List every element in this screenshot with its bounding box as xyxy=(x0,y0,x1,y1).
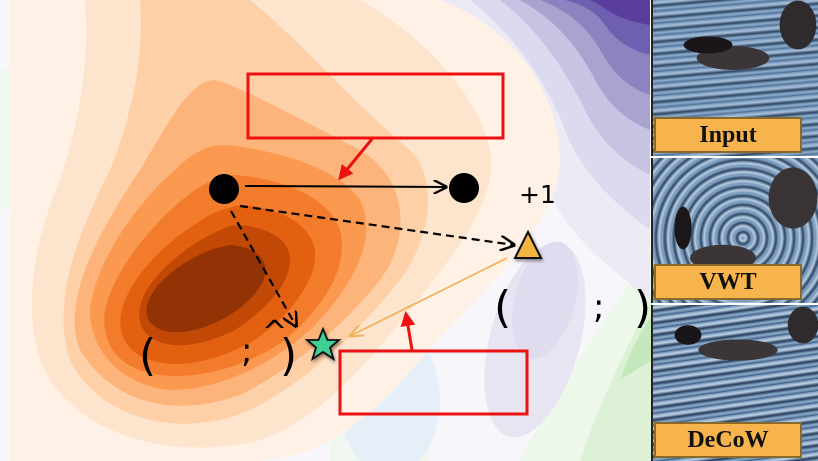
right-expr-close-paren: ) xyxy=(634,282,652,333)
dashed-arrow-to-star xyxy=(230,210,296,326)
start-point-marker xyxy=(209,174,239,204)
star-marker xyxy=(304,326,342,362)
bottom-annotation-box xyxy=(338,349,529,416)
next-point-marker xyxy=(449,173,479,203)
left-expr-close-paren: ) xyxy=(280,330,298,381)
step-arrow xyxy=(244,186,446,187)
contour-background xyxy=(0,0,652,461)
decow-label-tag: DeCoW xyxy=(654,422,802,458)
top-annotation-box xyxy=(246,72,505,140)
update-label: +1 xyxy=(519,180,556,209)
left-expr-semicolon: ; xyxy=(241,331,253,371)
vwt-label-tag: VWT xyxy=(654,264,802,300)
left-expr-open-paren: ( xyxy=(139,330,157,381)
bottom-box-pointer-arrow xyxy=(400,311,416,351)
dashed-arrow-to-triangle xyxy=(239,204,514,245)
right-expr-semicolon: ; xyxy=(593,287,605,327)
gradient-arrow xyxy=(350,257,508,336)
right-expr-open-paren: ( xyxy=(494,282,512,333)
input-label-tag: Input xyxy=(654,117,802,153)
top-box-pointer-arrow xyxy=(338,138,374,181)
triangle-marker xyxy=(513,229,543,259)
left-expr-hat: ^ xyxy=(262,315,288,350)
